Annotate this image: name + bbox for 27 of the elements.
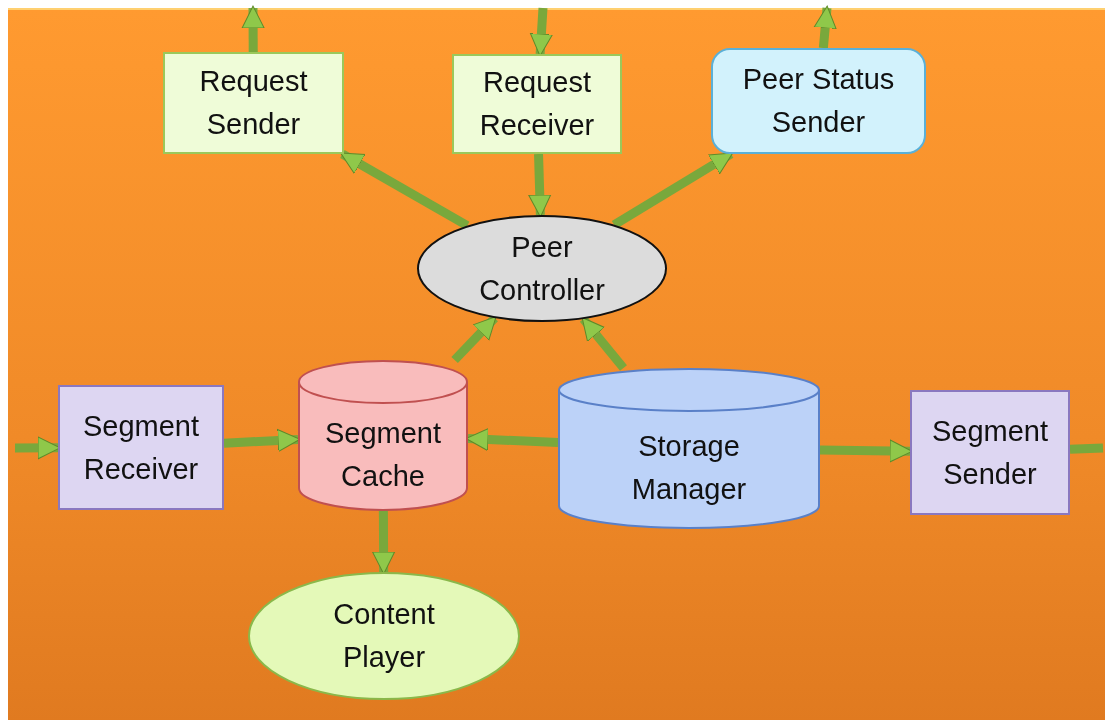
node-label: Segment Sender	[930, 413, 1050, 492]
arrow	[451, 314, 498, 364]
arrow	[241, 5, 265, 52]
arrow	[223, 428, 301, 452]
arrow	[465, 427, 559, 451]
database-cylinder	[298, 360, 468, 510]
ellipse-node	[417, 215, 667, 322]
arrow	[579, 316, 627, 371]
process-box	[910, 390, 1070, 515]
arrow	[372, 509, 396, 575]
node-label: Segment Receiver	[81, 408, 201, 487]
process-box	[452, 54, 622, 154]
arrow	[528, 153, 552, 218]
node-label: Content Player	[332, 597, 436, 675]
node-label: Request Sender	[198, 64, 309, 142]
node-label: Request Receiver	[478, 65, 596, 143]
database-cylinder	[558, 368, 820, 528]
node-label: Segment Cache	[323, 416, 443, 494]
node-label: Peer Status Sender	[741, 62, 896, 140]
rounded-box	[711, 48, 926, 154]
process-box	[58, 385, 224, 510]
ellipse-node	[248, 572, 520, 700]
arrow	[340, 150, 470, 230]
node-label: Peer Controller	[478, 229, 606, 308]
arrow	[529, 7, 553, 57]
node-label: Storage Manager	[630, 429, 748, 507]
process-box	[163, 52, 344, 154]
